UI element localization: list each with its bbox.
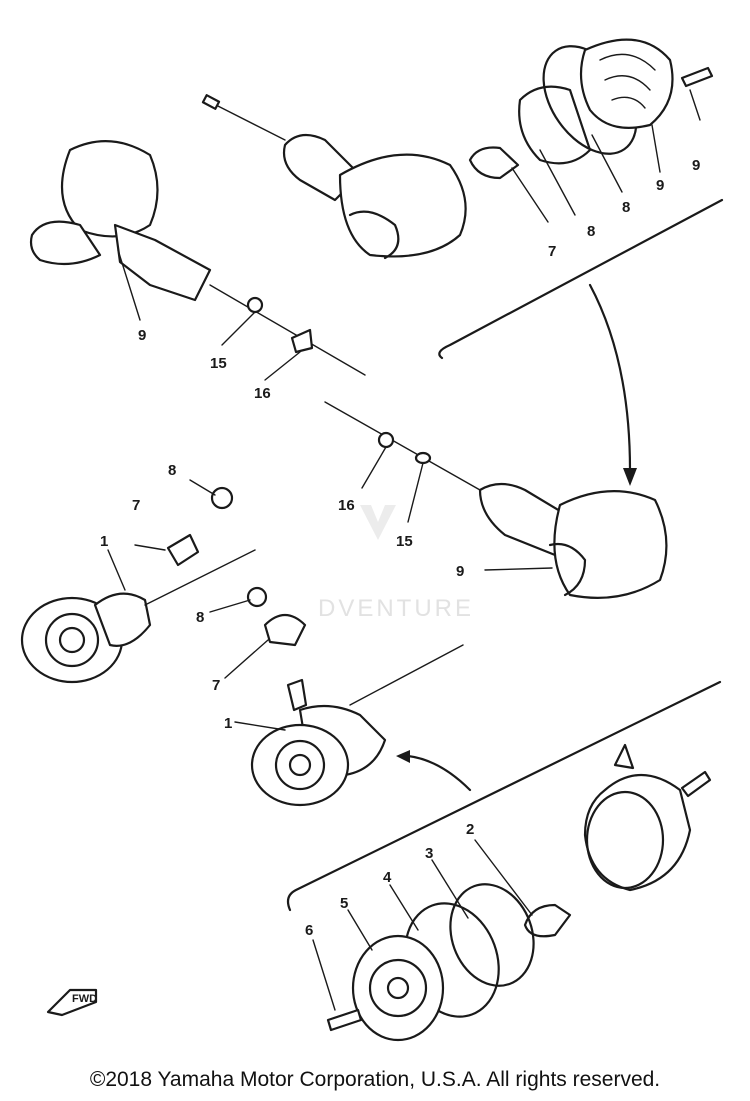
group-brackets — [286, 198, 724, 912]
callout-9-middle: 9 — [456, 563, 464, 580]
fwd-label: FWD — [72, 993, 97, 1005]
watermark-text: DVENTURE — [318, 595, 474, 622]
callout-8: 8 — [168, 462, 176, 479]
callout-7-lower: 7 — [212, 677, 220, 694]
callout-15-middle: 15 — [396, 533, 413, 550]
callout-10: 7 — [548, 243, 556, 260]
callout-7: 7 — [132, 497, 140, 514]
front-center-flasher — [246, 586, 464, 807]
callout-1: 1 — [100, 533, 108, 550]
copyright-notice: ©2018 Yamaha Motor Corporation, U.S.A. A… — [89, 1068, 661, 1091]
callout-6: 6 — [305, 922, 313, 939]
callout-13: 9 — [656, 177, 664, 194]
middle-flasher-assembly — [324, 401, 668, 599]
watermark: DVENTURE — [318, 505, 474, 622]
callout-2: 2 — [466, 821, 474, 838]
callout-3: 3 — [425, 845, 433, 862]
callout-15: 15 — [210, 355, 227, 372]
callout-14: 9 — [692, 157, 700, 174]
leader-lines — [107, 89, 701, 1011]
callout-11: 8 — [587, 223, 595, 240]
callout-1-lower: 1 — [224, 715, 232, 732]
callout-5: 5 — [340, 895, 348, 912]
callout-12: 8 — [622, 199, 630, 216]
lens-parts-top — [468, 38, 714, 180]
rear-flasher-housing — [583, 743, 712, 892]
top-flasher-assembly — [201, 94, 467, 260]
callout-8-lower: 8 — [196, 609, 204, 626]
callout-16: 16 — [254, 385, 271, 402]
callout-labels: 7 8 8 9 9 9 15 16 16 15 9 8 7 1 8 7 1 2 … — [100, 157, 700, 939]
front-left-flasher — [20, 486, 256, 684]
forward-indicator: FWD — [46, 988, 97, 1017]
lens-parts-bottom — [326, 883, 572, 1042]
callout-9: 9 — [138, 327, 146, 344]
left-flasher-assembly — [29, 140, 366, 376]
callout-4: 4 — [383, 869, 392, 886]
callout-16-middle: 16 — [338, 497, 355, 514]
